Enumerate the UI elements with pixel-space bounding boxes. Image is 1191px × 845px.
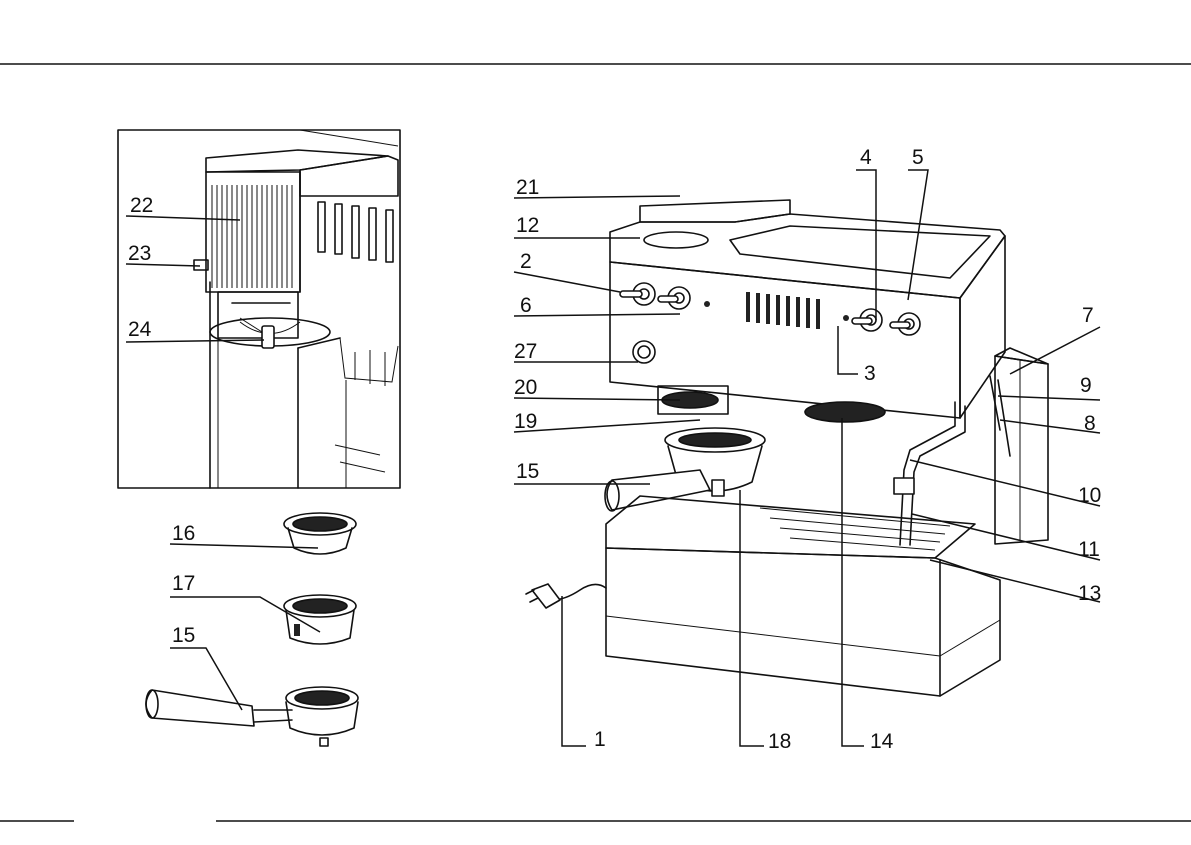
label-21: 21 [516, 176, 539, 199]
label-17: 17 [172, 572, 195, 595]
label-19: 19 [514, 410, 537, 433]
label-23: 23 [128, 242, 151, 265]
label-7: 7 [1082, 304, 1094, 327]
label-24: 24 [128, 318, 152, 341]
portafilter-small [146, 687, 358, 746]
detail-inset [118, 130, 400, 488]
label-1: 1 [594, 728, 606, 751]
label-6: 6 [520, 294, 532, 317]
label-3: 3 [864, 362, 876, 385]
label-16: 16 [172, 522, 195, 545]
label-4: 4 [860, 146, 872, 169]
label-14: 14 [870, 730, 894, 753]
part-labels: 22 23 24 16 17 15 21 12 2 6 27 20 19 15 … [128, 146, 1101, 753]
filter-basket-large [284, 595, 356, 644]
label-15: 15 [516, 460, 539, 483]
label-11: 11 [1078, 538, 1100, 561]
label-27: 27 [514, 340, 537, 363]
hopper-ribs [212, 185, 292, 288]
front-vents [746, 292, 820, 329]
label-8: 8 [1084, 412, 1096, 435]
label-22: 22 [130, 194, 153, 217]
label-2: 2 [520, 250, 532, 273]
label-20: 20 [514, 376, 537, 399]
label-12: 12 [516, 214, 539, 237]
label-15-portafilter: 15 [172, 624, 195, 647]
espresso-machine [526, 200, 1048, 696]
label-5: 5 [912, 146, 924, 169]
label-10: 10 [1078, 484, 1101, 507]
label-9: 9 [1080, 374, 1092, 397]
label-18: 18 [768, 730, 791, 753]
label-13: 13 [1078, 582, 1101, 605]
